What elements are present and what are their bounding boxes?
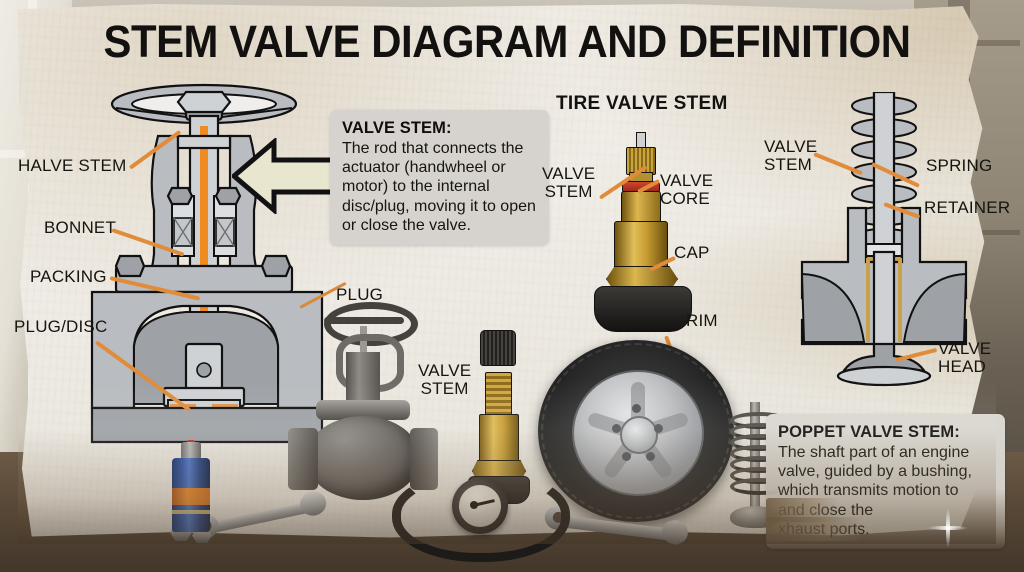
valve-cap-photo: [480, 330, 516, 366]
poppet-valve-cutaway-diagram: [800, 92, 968, 387]
page-title: STEM VALVE DIAGRAM AND DEFINITION: [103, 16, 911, 67]
label-valve-head: VALVE HEAD: [938, 339, 992, 377]
valve-stem-upper: [621, 191, 661, 225]
label-poppet-valve-stem: VALVE STEM: [764, 137, 818, 175]
sparkle-icon: [928, 508, 968, 548]
callout-arrow-icon: [232, 138, 338, 214]
tire-valve-stem-illustration: [594, 132, 692, 332]
label-halve-stem: HALVE STEM: [18, 156, 127, 175]
valve-stem-definition-box: VALVE STEM: The rod that connects the ac…: [330, 110, 549, 245]
label-valve-core: VALVE CORE: [660, 171, 714, 209]
label-spring: SPRING: [926, 156, 993, 175]
definition-body: The rod that connects the actuator (hand…: [342, 140, 536, 234]
label-tire-valve-stem: VALVE STEM: [542, 164, 596, 202]
label-packing: PACKING: [30, 267, 107, 286]
label-plug: PLUG: [336, 285, 384, 304]
label-retainer: RETAINER: [924, 198, 1011, 217]
label-cap: CAP: [674, 243, 710, 262]
globe-valve-handwheel: [324, 302, 418, 346]
tire-valve-stem-heading: TIRE VALVE STEM: [556, 93, 728, 114]
label-plug-disc: PLUG/DISC: [14, 317, 108, 336]
poster-bottom-fade: [18, 379, 996, 544]
label-rim: RIM: [686, 311, 718, 330]
definition-term: VALVE STEM:: [342, 119, 452, 137]
label-bonnet: BONNET: [44, 218, 117, 237]
valve-stem-rubber-base: [594, 286, 692, 332]
